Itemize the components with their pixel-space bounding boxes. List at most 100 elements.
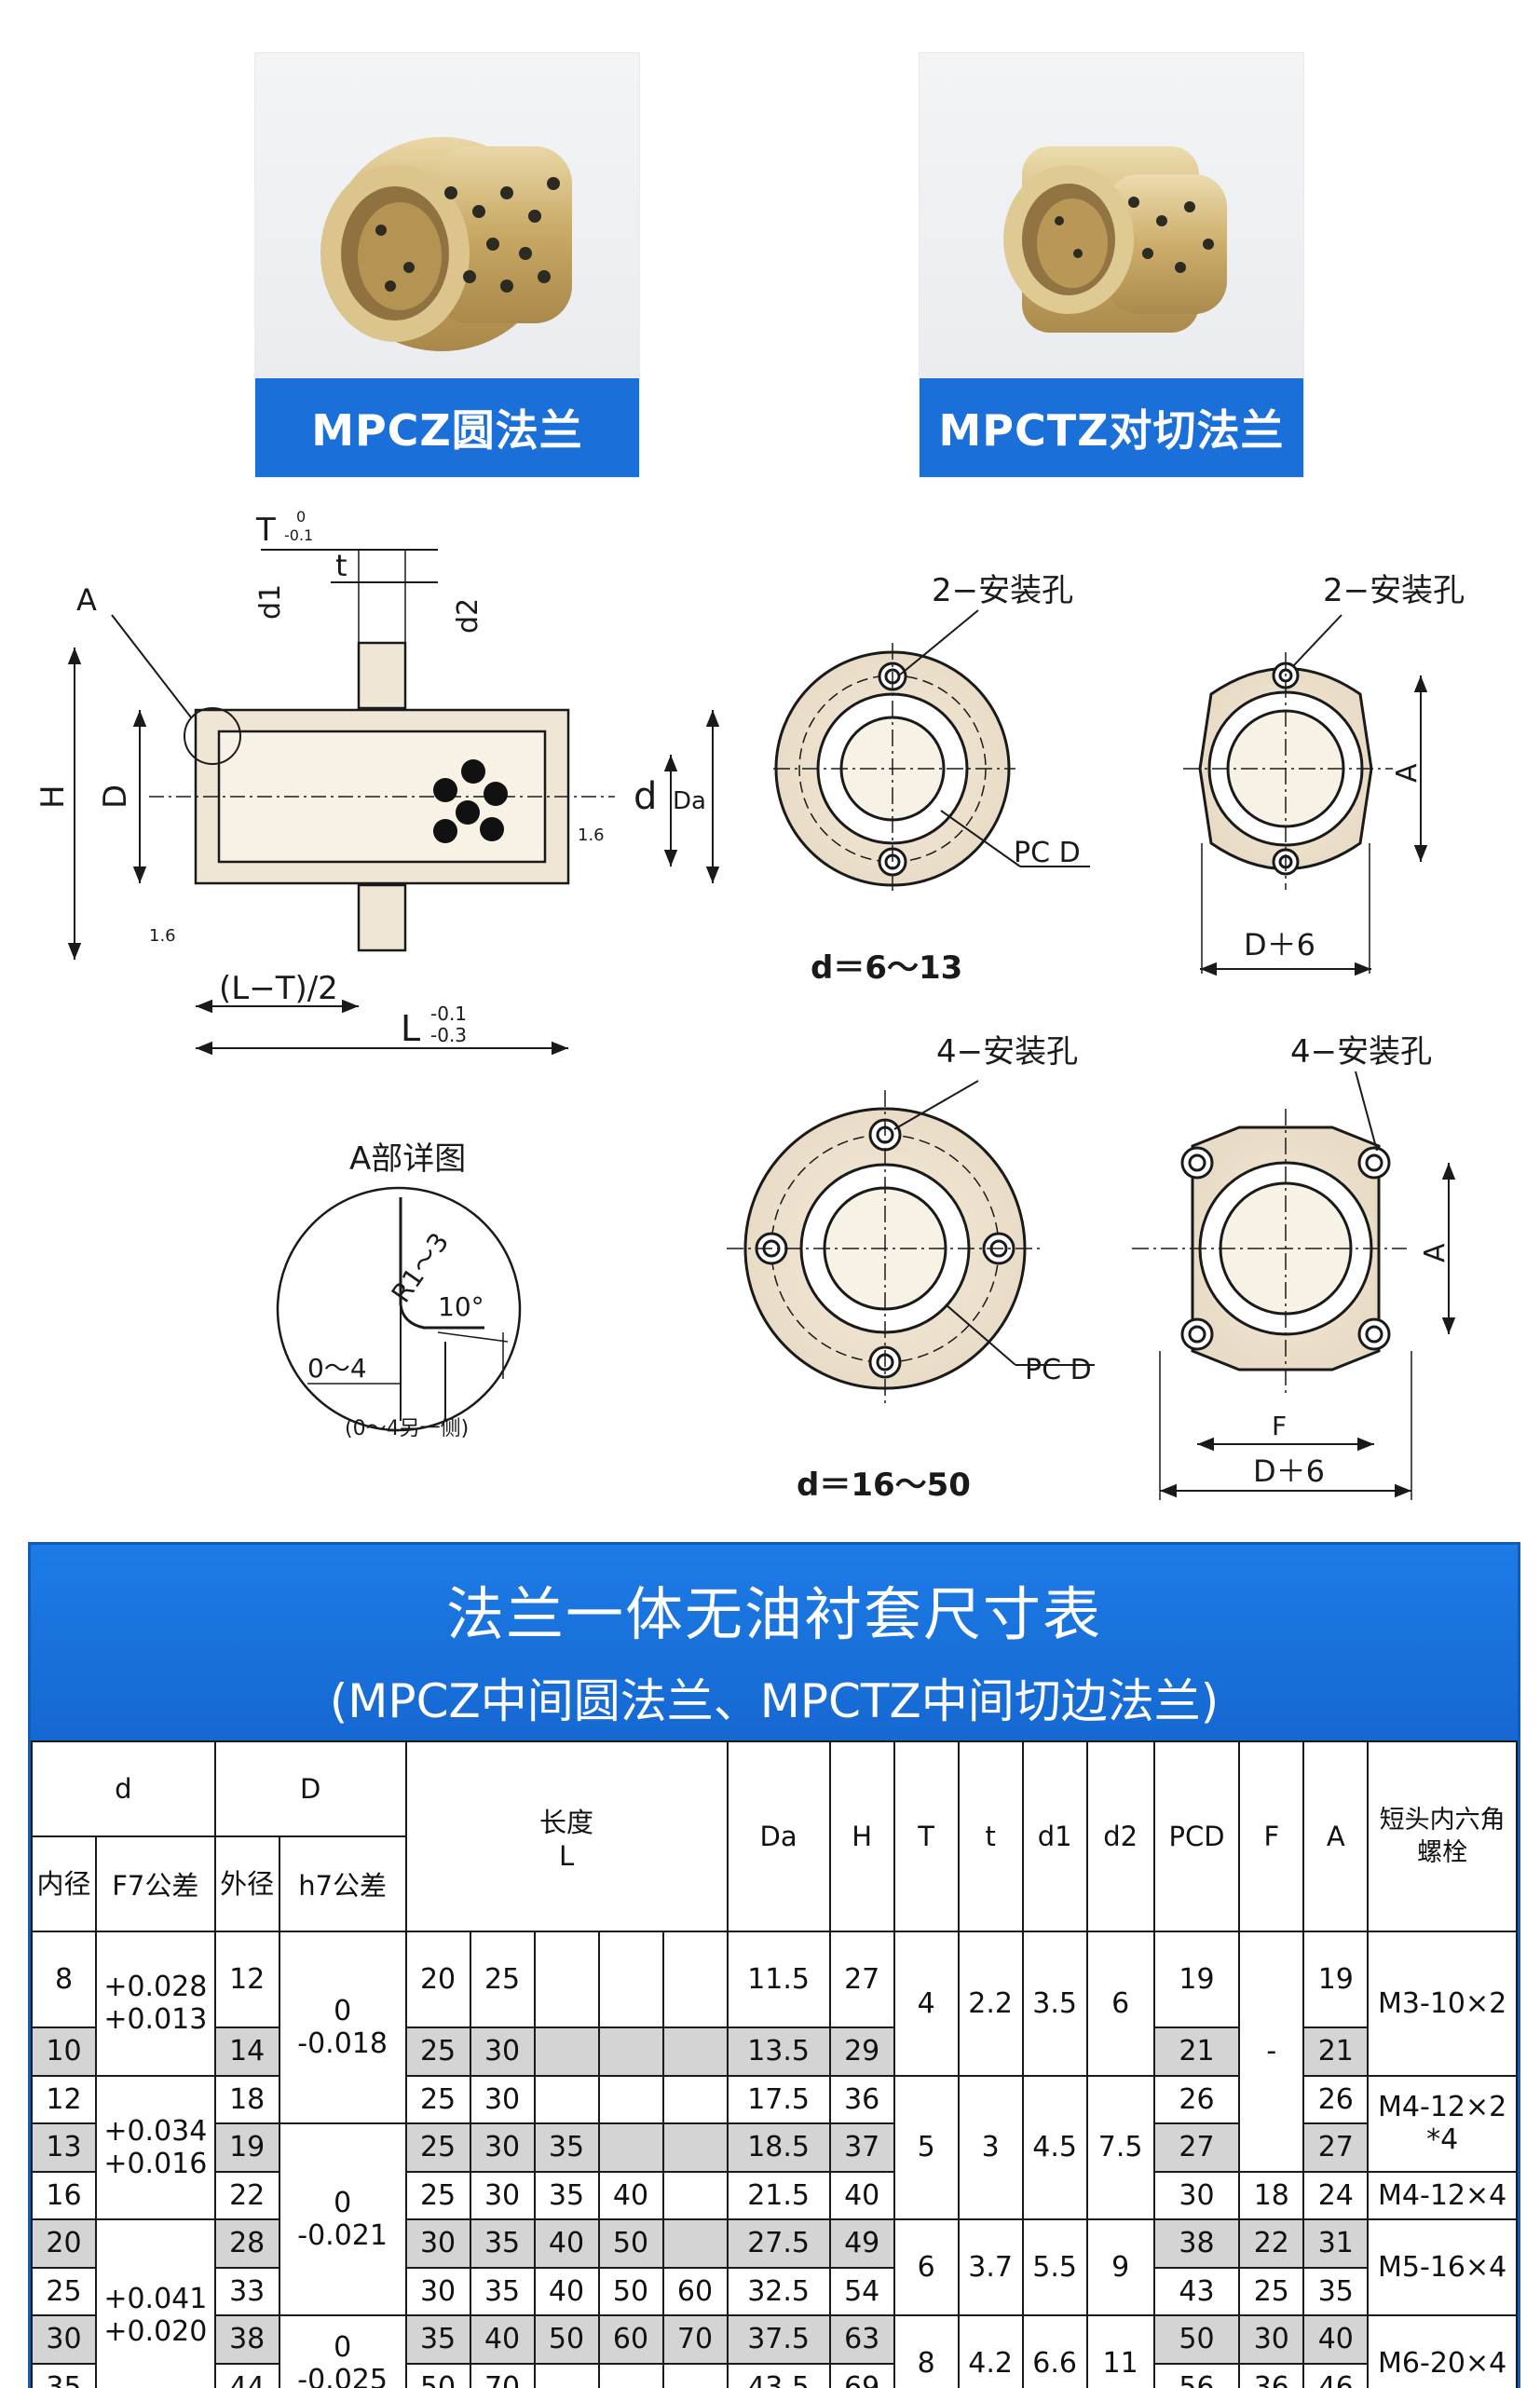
- side-view-drawing: [75, 550, 713, 1048]
- cell-F: 18: [1239, 2172, 1303, 2220]
- cell-length: 50: [406, 2364, 470, 2388]
- cell-f7: +0.028+0.013: [96, 1931, 215, 2076]
- cell-length: [535, 1931, 599, 2027]
- svg-text:A部详图: A部详图: [349, 1140, 466, 1178]
- header-f7: F7公差: [96, 1836, 215, 1931]
- cell-outer-D: 12: [215, 1931, 279, 2027]
- cell-PCD: 56: [1154, 2364, 1240, 2388]
- cell-length: [663, 2364, 728, 2388]
- cell-length: [599, 2123, 663, 2172]
- svg-text:1.6: 1.6: [149, 926, 176, 946]
- cell-H: 36: [830, 2076, 894, 2124]
- cell-PCD: 26: [1154, 2076, 1240, 2124]
- svg-text:T: T: [255, 512, 276, 549]
- cell-PCD: 38: [1154, 2219, 1240, 2268]
- cell-length: [599, 2027, 663, 2076]
- cell-length: [663, 2172, 728, 2220]
- cell-t: 3.7: [959, 2219, 1023, 2315]
- cell-A: 21: [1303, 2027, 1368, 2076]
- cell-d2: 6: [1087, 1931, 1154, 2076]
- svg-text:d＝6～13: d＝6～13: [811, 949, 962, 987]
- cell-Da: 27.5: [728, 2219, 830, 2268]
- cell-H: 54: [830, 2268, 894, 2316]
- cell-length: [663, 2219, 728, 2268]
- cell-bolt: M3-10×2: [1368, 1931, 1517, 2076]
- product-caption: MPCZ圆法兰: [255, 378, 639, 477]
- cell-PCD: 19: [1154, 1931, 1240, 2027]
- cell-outer-D: 19: [215, 2123, 279, 2172]
- cell-length: 70: [470, 2364, 535, 2388]
- cell-length: 40: [470, 2315, 535, 2364]
- cell-length: 40: [535, 2219, 599, 2268]
- cell-PCD: 27: [1154, 2123, 1240, 2172]
- cell-length: 40: [535, 2268, 599, 2316]
- svg-text:d1: d1: [254, 584, 287, 620]
- cell-length: 30: [470, 2172, 535, 2220]
- cell-length: 30: [406, 2268, 470, 2316]
- svg-text:0～4: 0～4: [307, 1353, 367, 1384]
- cell-length: 50: [599, 2268, 663, 2316]
- product-caption: MPCTZ对切法兰: [920, 378, 1303, 477]
- cell-d1: 3.5: [1023, 1931, 1087, 2076]
- cell-F: 36: [1239, 2364, 1303, 2388]
- cell-A: 46: [1303, 2364, 1368, 2388]
- cell-d2: 7.5: [1087, 2076, 1154, 2220]
- cell-length: 60: [663, 2268, 728, 2316]
- cell-length: [663, 1931, 728, 2027]
- cell-H: 29: [830, 2027, 894, 2076]
- cell-Da: 37.5: [728, 2315, 830, 2364]
- cell-Da: 21.5: [728, 2172, 830, 2220]
- header-H: H: [830, 1741, 894, 1931]
- cell-t: 2.2: [959, 1931, 1023, 2076]
- header-T: T: [894, 1741, 959, 1931]
- svg-text:d＝16～50: d＝16～50: [797, 1467, 971, 1504]
- cell-T: 6: [894, 2219, 959, 2315]
- cell-t: 4.2: [959, 2315, 1023, 2388]
- cell-f7: +0.041+0.020: [96, 2219, 215, 2388]
- cell-length: [599, 1931, 663, 2027]
- cell-length: [599, 2364, 663, 2388]
- cell-length: [599, 2076, 663, 2124]
- product-card-mpctz: MPCTZ对切法兰: [920, 53, 1303, 477]
- cell-length: 50: [535, 2315, 599, 2364]
- cell-PCD: 30: [1154, 2172, 1240, 2220]
- cell-bolt: M5-16×4: [1368, 2219, 1517, 2315]
- svg-text:t: t: [335, 548, 348, 583]
- product-card-mpcz: MPCZ圆法兰: [255, 53, 639, 477]
- svg-text:PC D: PC D: [1025, 1354, 1092, 1386]
- svg-text:4−安装孔: 4−安装孔: [1290, 1033, 1432, 1071]
- technical-drawings: T 0 -0.1 t d1 d2 A H D d Da 1.6 1.6 (L−T…: [0, 494, 1540, 1528]
- cell-A: 27: [1303, 2123, 1368, 2172]
- round-flange-bushing-image: [255, 53, 639, 422]
- cell-length: [663, 2123, 728, 2172]
- cell-PCD: 50: [1154, 2315, 1240, 2364]
- svg-text:-0.1: -0.1: [430, 1003, 467, 1025]
- header-inner: 内径: [32, 1836, 96, 1931]
- cell-inner-d: 35: [32, 2364, 96, 2388]
- cell-inner-d: 8: [32, 1931, 96, 2027]
- header-d2: d2: [1087, 1741, 1154, 1931]
- cell-PCD: 21: [1154, 2027, 1240, 2076]
- cell-F: 22: [1239, 2219, 1303, 2268]
- cell-length: [663, 2076, 728, 2124]
- cell-PCD: 43: [1154, 2268, 1240, 2316]
- cell-A: 24: [1303, 2172, 1368, 2220]
- cell-inner-d: 10: [32, 2027, 96, 2076]
- cell-inner-d: 12: [32, 2076, 96, 2124]
- cell-Da: 32.5: [728, 2268, 830, 2316]
- header-outer: 外径: [215, 1836, 279, 1931]
- cell-Da: 18.5: [728, 2123, 830, 2172]
- svg-text:-0.3: -0.3: [430, 1024, 467, 1046]
- cell-T: 5: [894, 2076, 959, 2220]
- cell-outer-D: 33: [215, 2268, 279, 2316]
- header-F: F: [1239, 1741, 1303, 1931]
- cell-F: -: [1239, 1931, 1303, 2172]
- small-cut-flange-view: [1183, 615, 1421, 974]
- cell-H: 69: [830, 2364, 894, 2388]
- svg-text:D: D: [97, 785, 134, 809]
